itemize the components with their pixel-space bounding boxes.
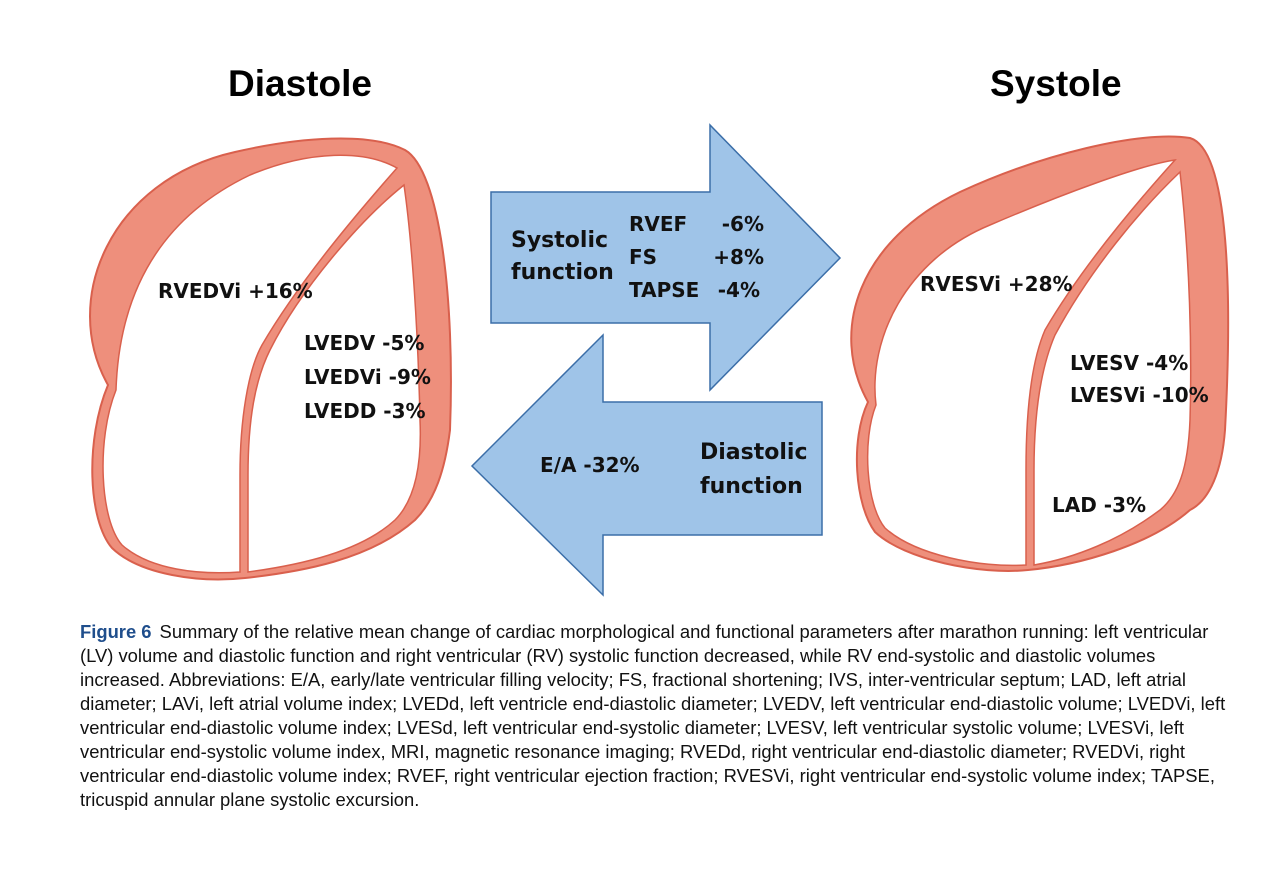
diastolic-title-line1: Diastolic xyxy=(700,440,808,465)
label-rvedvi: RVEDVi +16% xyxy=(158,279,313,303)
figure-label: Figure 6 xyxy=(80,621,152,642)
systolic-function-arrow xyxy=(490,123,842,392)
systolic-param-value: +8% xyxy=(713,245,764,269)
systolic-title-line1: Systolic xyxy=(511,228,608,253)
systole-lv-cavity xyxy=(1033,170,1192,566)
diastole-lv-cavity xyxy=(247,183,422,573)
label-lvesvi: LVESVi -10% xyxy=(1070,383,1209,407)
systolic-param-value: -4% xyxy=(718,278,760,302)
diastolic-function-arrow xyxy=(470,333,823,597)
systolic-param-name: RVEF xyxy=(629,212,687,236)
systole-title: Systole xyxy=(990,63,1122,104)
label-rvesvi: RVESVi +28% xyxy=(920,272,1073,296)
diastolic-title-line2: function xyxy=(700,474,803,499)
heart-diagram: RVEDVi +16% LVEDV -5% LVEDVi -9% LVEDD -… xyxy=(89,123,1230,597)
systolic-title-line2: function xyxy=(511,260,614,285)
label-lvedv: LVEDV -5% xyxy=(304,331,424,355)
diastole-rv-cavity xyxy=(102,154,399,574)
systolic-param-name: FS xyxy=(629,245,657,269)
diastole-title: Diastole xyxy=(228,63,372,104)
systole-rv-cavity xyxy=(866,158,1177,567)
label-lad: LAD -3% xyxy=(1052,493,1146,517)
systolic-param-value: -6% xyxy=(722,212,764,236)
label-lvedvi: LVEDVi -9% xyxy=(304,365,431,389)
systole-heart xyxy=(850,135,1230,572)
diastolic-param-ea: E/A -32% xyxy=(540,453,640,477)
figure-caption-text: Summary of the relative mean change of c… xyxy=(80,621,1226,810)
diastole-heart xyxy=(89,137,452,581)
label-lvedd: LVEDD -3% xyxy=(304,399,426,423)
label-lvesv: LVESV -4% xyxy=(1070,351,1188,375)
systolic-param-name: TAPSE xyxy=(629,278,699,302)
